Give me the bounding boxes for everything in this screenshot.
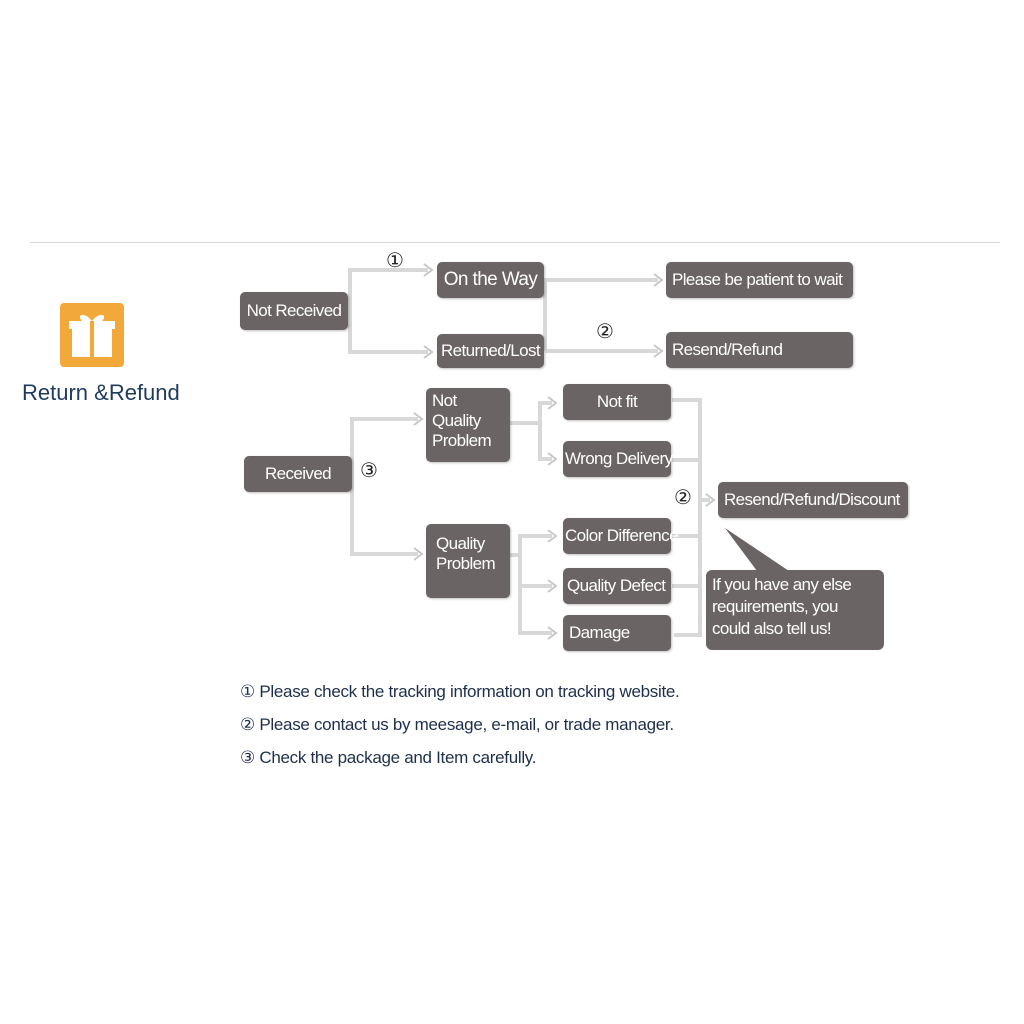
arrow-head xyxy=(413,547,424,561)
not-quality-problem-box: Not Quality Problem xyxy=(426,388,510,462)
marker-3: ③ xyxy=(360,460,378,482)
divider-line xyxy=(30,242,1000,243)
connector xyxy=(518,586,552,635)
patient-box: Please be patient to wait xyxy=(666,262,853,298)
wrong-delivery-box: Wrong Delivery xyxy=(563,441,673,477)
arrow-head xyxy=(547,529,558,543)
bubble-tail xyxy=(725,528,795,575)
gift-box-icon xyxy=(60,303,124,367)
not-received-box: Not Received xyxy=(240,292,348,330)
connector xyxy=(518,555,552,588)
on-the-way-box: On the Way xyxy=(437,262,544,298)
arrow-head xyxy=(547,452,558,466)
marker-2: ② xyxy=(674,487,692,509)
note-line: ③ Check the package and Item carefully. xyxy=(240,748,537,767)
connector xyxy=(348,311,428,354)
returned-lost-box: Returned/Lost xyxy=(437,334,544,368)
arrow-head xyxy=(547,626,558,640)
connector xyxy=(350,417,418,473)
notes-list: ① Please check the tracking information … xyxy=(240,682,680,781)
quality-defect-box: Quality Defect xyxy=(563,568,671,604)
connector xyxy=(538,423,552,461)
speech-bubble: If you have any else requirements, you c… xyxy=(706,570,884,650)
marker-2: ② xyxy=(596,321,614,343)
arrow-head xyxy=(705,493,716,507)
arrow-head xyxy=(547,579,558,593)
arrow-head xyxy=(653,273,664,287)
note-line: ② Please contact us by meesage, e-mail, … xyxy=(240,715,674,734)
received-box: Received xyxy=(244,456,352,492)
arrow-head xyxy=(423,263,434,277)
connector xyxy=(672,398,702,637)
marker-1: ① xyxy=(386,250,404,272)
arrow-head xyxy=(413,412,424,426)
arrow-head xyxy=(547,396,558,410)
connector xyxy=(348,268,428,311)
arrow-head xyxy=(423,345,434,359)
damage-box: Damage xyxy=(563,615,671,651)
section-title: Return &Refund xyxy=(22,380,180,405)
color-difference-box: Color Difference xyxy=(563,518,679,554)
resend-refund-discount-box: Resend/Refund/Discount xyxy=(718,482,908,518)
quality-problem-box: Quality Problem xyxy=(426,524,510,598)
connector xyxy=(510,534,552,557)
arrow-head xyxy=(653,344,664,358)
resend-refund-box: Resend/Refund xyxy=(666,332,853,368)
connector xyxy=(350,473,418,556)
connector xyxy=(510,401,552,425)
not-fit-box: Not fit xyxy=(563,384,671,420)
note-line: ① Please check the tracking information … xyxy=(240,682,680,701)
